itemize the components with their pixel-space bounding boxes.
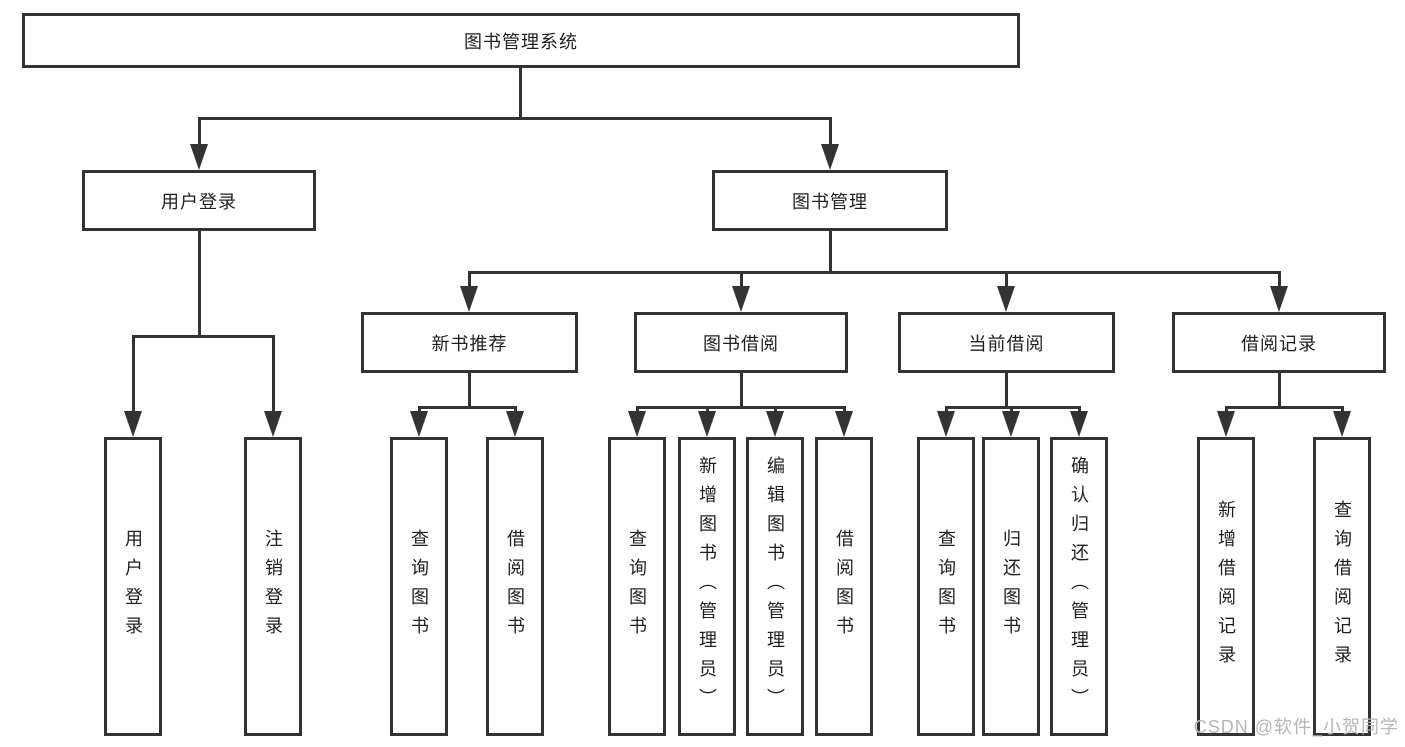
connector-line (1005, 373, 1008, 408)
node-label: 编辑图书（管理员） (765, 456, 785, 717)
connector-line (468, 373, 471, 408)
connector-line (272, 335, 275, 415)
leaf-query-borrow-record: 查询借阅记录 (1313, 437, 1371, 736)
node-label: 借阅图书 (834, 528, 854, 645)
leaf-query-books-current: 查询图书 (917, 437, 975, 736)
connector-line (1341, 406, 1344, 415)
leaf-borrow-books-recommend: 借阅图书 (486, 437, 544, 736)
arrow-down-icon (506, 411, 524, 437)
node-label: 图书管理 (792, 191, 868, 212)
leaf-add-borrow-record: 新增借阅记录 (1197, 437, 1255, 736)
connector-line (774, 406, 777, 415)
connector-line (1225, 406, 1344, 409)
leaf-borrow-books: 借阅图书 (815, 437, 873, 736)
connector-line (945, 406, 1081, 409)
node-label: 新增借阅记录 (1216, 499, 1236, 674)
node-label: 注销登录 (263, 528, 283, 645)
node-label: 图书管理系统 (464, 31, 578, 52)
arrow-down-icon (821, 144, 839, 170)
arrow-down-icon (1217, 411, 1235, 437)
arrow-down-icon (410, 411, 428, 437)
arrow-down-icon (1070, 411, 1088, 437)
connector-line (1278, 373, 1281, 408)
arrow-down-icon (937, 411, 955, 437)
leaf-query-books-borrow: 查询图书 (608, 437, 666, 736)
connector-line (706, 406, 709, 415)
arrow-down-icon (766, 411, 784, 437)
node-user-login: 用户登录 (82, 170, 316, 231)
connector-line (636, 406, 639, 415)
connector-line (198, 117, 201, 148)
connector-line (132, 335, 135, 415)
connector-line (1010, 406, 1013, 415)
node-book-borrow: 图书借阅 (634, 312, 848, 373)
leaf-edit-book-admin: 编辑图书（管理员） (746, 437, 804, 736)
node-label: 借阅图书 (505, 528, 525, 645)
node-label: 当前借阅 (968, 333, 1045, 354)
arrow-down-icon (190, 144, 208, 170)
node-label: 用户登录 (123, 528, 143, 645)
connector-line (468, 271, 1281, 274)
node-current-borrow: 当前借阅 (898, 312, 1115, 373)
leaf-user-login: 用户登录 (104, 437, 162, 736)
connector-line (418, 406, 421, 415)
connector-line (740, 271, 743, 291)
leaf-logout: 注销登录 (244, 437, 302, 736)
node-new-book-recommend: 新书推荐 (361, 312, 578, 373)
connector-line (1005, 271, 1008, 291)
node-book-management: 图书管理 (712, 170, 948, 231)
connector-line (636, 406, 845, 409)
arrow-down-icon (1002, 411, 1020, 437)
connector-line (1078, 406, 1081, 415)
connector-line (829, 117, 832, 148)
leaf-confirm-return-admin: 确认归还（管理员） (1050, 437, 1108, 736)
node-label: 查询图书 (409, 528, 429, 645)
node-label: 查询图书 (936, 528, 956, 645)
arrow-down-icon (460, 286, 478, 312)
node-label: 用户登录 (161, 191, 237, 212)
node-root-system: 图书管理系统 (22, 13, 1020, 68)
connector-line (1225, 406, 1228, 415)
leaf-query-books-recommend: 查询图书 (390, 437, 448, 736)
arrow-down-icon (628, 411, 646, 437)
arrow-down-icon (698, 411, 716, 437)
node-label: 查询借阅记录 (1332, 499, 1352, 674)
node-label: 查询图书 (627, 528, 647, 645)
connector-line (519, 66, 522, 119)
connector-line (843, 406, 846, 415)
arrow-down-icon (732, 286, 750, 312)
connector-line (198, 231, 201, 337)
leaf-return-book: 归还图书 (982, 437, 1040, 736)
connector-line (514, 406, 517, 415)
node-borrow-records: 借阅记录 (1172, 312, 1386, 373)
connector-line (740, 373, 743, 408)
arrow-down-icon (997, 286, 1015, 312)
leaf-add-book-admin: 新增图书（管理员） (678, 437, 736, 736)
connector-line (132, 335, 274, 338)
node-label: 新书推荐 (431, 333, 508, 354)
node-label: 图书借阅 (703, 333, 779, 354)
node-label: 借阅记录 (1241, 333, 1317, 354)
connector-line (945, 406, 948, 415)
arrow-down-icon (124, 411, 142, 437)
arrow-down-icon (835, 411, 853, 437)
arrow-down-icon (264, 411, 282, 437)
arrow-down-icon (1333, 411, 1351, 437)
connector-line (829, 231, 832, 274)
connector-line (418, 406, 517, 409)
node-label: 确认归还（管理员） (1069, 456, 1089, 717)
connector-line (198, 117, 832, 120)
connector-line (468, 271, 471, 291)
watermark: CSDN @软件_小贺同学 (1193, 717, 1399, 737)
connector-line (1278, 271, 1281, 291)
node-label: 归还图书 (1001, 528, 1021, 645)
node-label: 新增图书（管理员） (697, 456, 717, 717)
arrow-down-icon (1270, 286, 1288, 312)
